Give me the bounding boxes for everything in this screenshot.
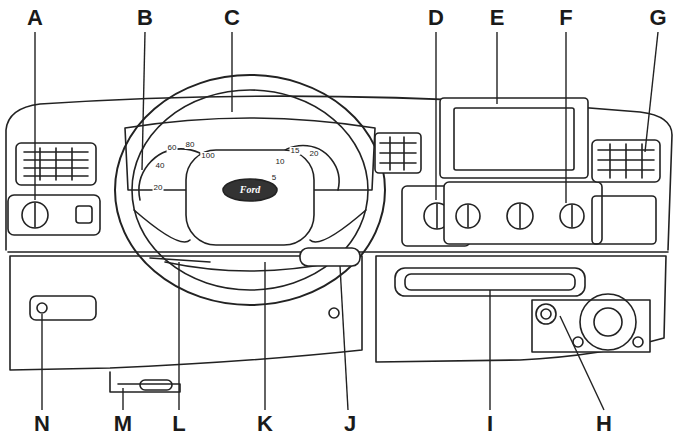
gauge-number: 5 bbox=[271, 174, 277, 182]
ford-logo: Ford bbox=[240, 185, 261, 195]
gauge-number: 40 bbox=[155, 162, 166, 170]
gauge-number: 15 bbox=[290, 147, 301, 155]
callout-letter: N bbox=[34, 413, 50, 435]
gauge-number: 20 bbox=[153, 184, 164, 192]
callout-letter: F bbox=[559, 7, 572, 29]
callout-letter: E bbox=[490, 7, 505, 29]
gauge-number: 80 bbox=[185, 141, 196, 149]
gauge-number: 10 bbox=[275, 158, 286, 166]
callout-letter: L bbox=[172, 413, 185, 435]
callout-letter: G bbox=[649, 7, 666, 29]
callout-letter: J bbox=[344, 413, 356, 435]
callout-letter: C bbox=[224, 7, 240, 29]
callout-letter: K bbox=[257, 413, 273, 435]
gauge-number: 60 bbox=[167, 144, 178, 152]
callout-letter: H bbox=[596, 413, 612, 435]
callout-letter: D bbox=[428, 7, 444, 29]
callout-letter: B bbox=[137, 7, 153, 29]
callout-letter: I bbox=[487, 413, 493, 435]
callout-letter: A bbox=[27, 7, 43, 29]
gauge-number: 100 bbox=[200, 152, 215, 160]
gauge-number: 20 bbox=[309, 150, 320, 158]
callout-letter: M bbox=[114, 413, 132, 435]
